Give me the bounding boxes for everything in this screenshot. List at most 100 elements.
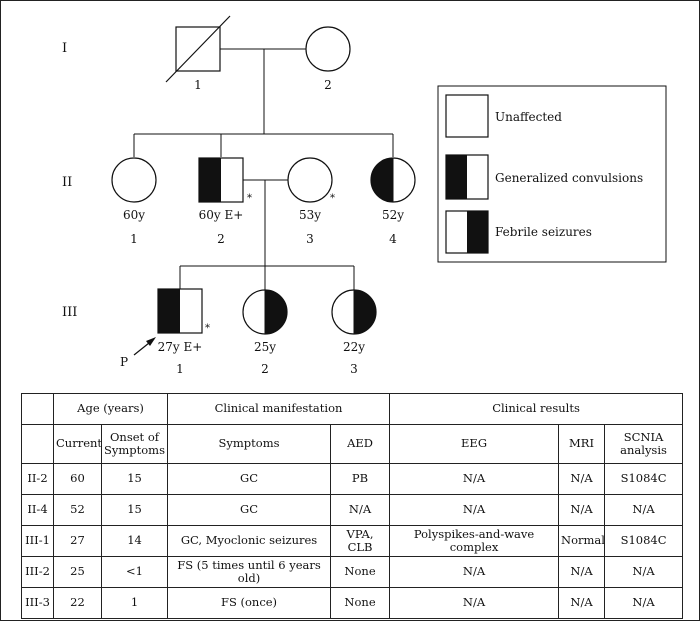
table-row: II-4 52 15 GC N/A N/A N/A N/A	[21, 494, 684, 526]
legend-swatch	[445, 210, 489, 254]
cell-id: III-1	[21, 525, 54, 557]
cell-current: 27	[53, 525, 102, 557]
cell-onset: 1	[100, 587, 169, 619]
individual-number: 2	[261, 362, 269, 376]
cell-aed: N/A	[330, 494, 391, 526]
cell-eeg: N/A	[389, 463, 560, 495]
asterisk-marker: *	[330, 193, 335, 204]
individual-number: 1	[194, 78, 202, 92]
cell-scn1a: S1084C	[604, 463, 684, 495]
header-scn1a: SCNIA analysis	[604, 424, 684, 464]
header-mri: MRI	[558, 424, 606, 464]
cell-id: II-2	[21, 463, 54, 495]
cell-id: II-4	[21, 494, 54, 526]
female-symbol	[305, 26, 351, 72]
header-empty-cell	[21, 393, 54, 425]
cell-mri: N/A	[558, 556, 606, 588]
cell-scn1a: N/A	[604, 494, 684, 526]
table-row: III-3 22 1 FS (once) None N/A N/A N/A	[21, 587, 684, 619]
affected-half-febrile	[265, 290, 287, 334]
individual-age: 53y	[299, 208, 321, 222]
individual-age: 22y	[343, 340, 365, 354]
affected-half-generalized	[199, 158, 221, 202]
individual-II-3: * 53y 3	[287, 157, 335, 246]
individual-number: 1	[130, 232, 138, 246]
cell-symptoms: GC, Myoclonic seizures	[167, 525, 332, 557]
individual-III-1: * 27y E+ 1	[157, 288, 210, 376]
deceased-slash	[165, 15, 231, 83]
cell-id: III-3	[21, 587, 54, 619]
generation-label-3: III	[62, 305, 77, 320]
cell-eeg: N/A	[389, 556, 560, 588]
individual-age: 60y	[123, 208, 145, 222]
affected-half-febrile	[354, 290, 376, 334]
legend-label: Febrile seizures	[495, 225, 592, 239]
legend-label: Generalized convulsions	[495, 171, 643, 185]
female-symbol	[111, 157, 157, 203]
clinical-table: Age (years) Clinical manifestation Clini…	[21, 393, 684, 619]
legend-swatch	[445, 94, 489, 138]
cell-mri: N/A	[558, 463, 606, 495]
header-onset: Onset of Symptoms	[100, 424, 169, 464]
header-eeg: EEG	[389, 424, 560, 464]
cell-scn1a: S1084C	[604, 525, 684, 557]
cell-onset: 15	[100, 463, 169, 495]
individual-age: 27y E+	[158, 340, 203, 354]
header-empty-cell	[21, 424, 54, 464]
individual-number: 2	[324, 78, 332, 92]
cell-symptoms: GC	[167, 463, 332, 495]
cell-mri: N/A	[558, 494, 606, 526]
individual-I-2: 2	[305, 26, 351, 92]
header-symptoms: Symptoms	[167, 424, 332, 464]
generation-label-1: I	[62, 41, 67, 56]
header-clinical-results: Clinical results	[389, 393, 684, 425]
legend: Unaffected Generalized convulsions Febri…	[437, 85, 667, 263]
individual-II-4: 52y 4	[370, 157, 416, 246]
generation-label-2: II	[62, 175, 72, 190]
legend-item-febrile-seizures: Febrile seizures	[445, 210, 592, 254]
cell-onset: 15	[100, 494, 169, 526]
cell-mri: N/A	[558, 587, 606, 619]
table-header-row-1: Age (years) Clinical manifestation Clini…	[21, 393, 684, 425]
table-row: III-2 25 <1 FS (5 times until 6 years ol…	[21, 556, 684, 588]
individual-III-2: 25y 2	[242, 289, 288, 376]
header-current: Current	[53, 424, 102, 464]
legend-swatch	[445, 154, 489, 200]
cell-symptoms: FS (once)	[167, 587, 332, 619]
proband-arrow: P	[120, 337, 156, 369]
cell-current: 52	[53, 494, 102, 526]
header-aed: AED	[330, 424, 391, 464]
individual-age: 52y	[382, 208, 404, 222]
cell-symptoms: FS (5 times until 6 years old)	[167, 556, 332, 588]
affected-half-generalized	[158, 289, 180, 333]
cell-eeg: N/A	[389, 587, 560, 619]
cell-scn1a: N/A	[604, 587, 684, 619]
individual-age: 25y	[254, 340, 276, 354]
cell-aed: None	[330, 587, 391, 619]
cell-scn1a: N/A	[604, 556, 684, 588]
table-row: III-1 27 14 GC, Myoclonic seizures VPA, …	[21, 525, 684, 557]
cell-id: III-2	[21, 556, 54, 588]
individual-number: 4	[389, 232, 397, 246]
affected-half-generalized	[371, 158, 393, 202]
cell-eeg: Polyspikes-and-wave complex	[389, 525, 560, 557]
cell-current: 22	[53, 587, 102, 619]
male-symbol	[157, 288, 203, 334]
cell-aed: None	[330, 556, 391, 588]
individual-II-2: * 60y E+ 2	[198, 157, 252, 246]
legend-label: Unaffected	[495, 110, 562, 124]
proband-label: P	[120, 355, 128, 369]
cell-current: 25	[53, 556, 102, 588]
asterisk-marker: *	[205, 323, 210, 334]
table-row: II-2 60 15 GC PB N/A N/A S1084C	[21, 463, 684, 495]
cell-onset: 14	[100, 525, 169, 557]
header-age: Age (years)	[52, 393, 169, 425]
header-clinical-manifestation: Clinical manifestation	[167, 393, 391, 425]
individual-number: 3	[306, 232, 314, 246]
asterisk-marker: *	[247, 193, 252, 204]
individual-number: 2	[217, 232, 225, 246]
legend-item-generalized-convulsions: Generalized convulsions	[445, 154, 643, 200]
cell-mri: Normal	[558, 525, 606, 557]
cell-aed: PB	[330, 463, 391, 495]
cell-eeg: N/A	[389, 494, 560, 526]
